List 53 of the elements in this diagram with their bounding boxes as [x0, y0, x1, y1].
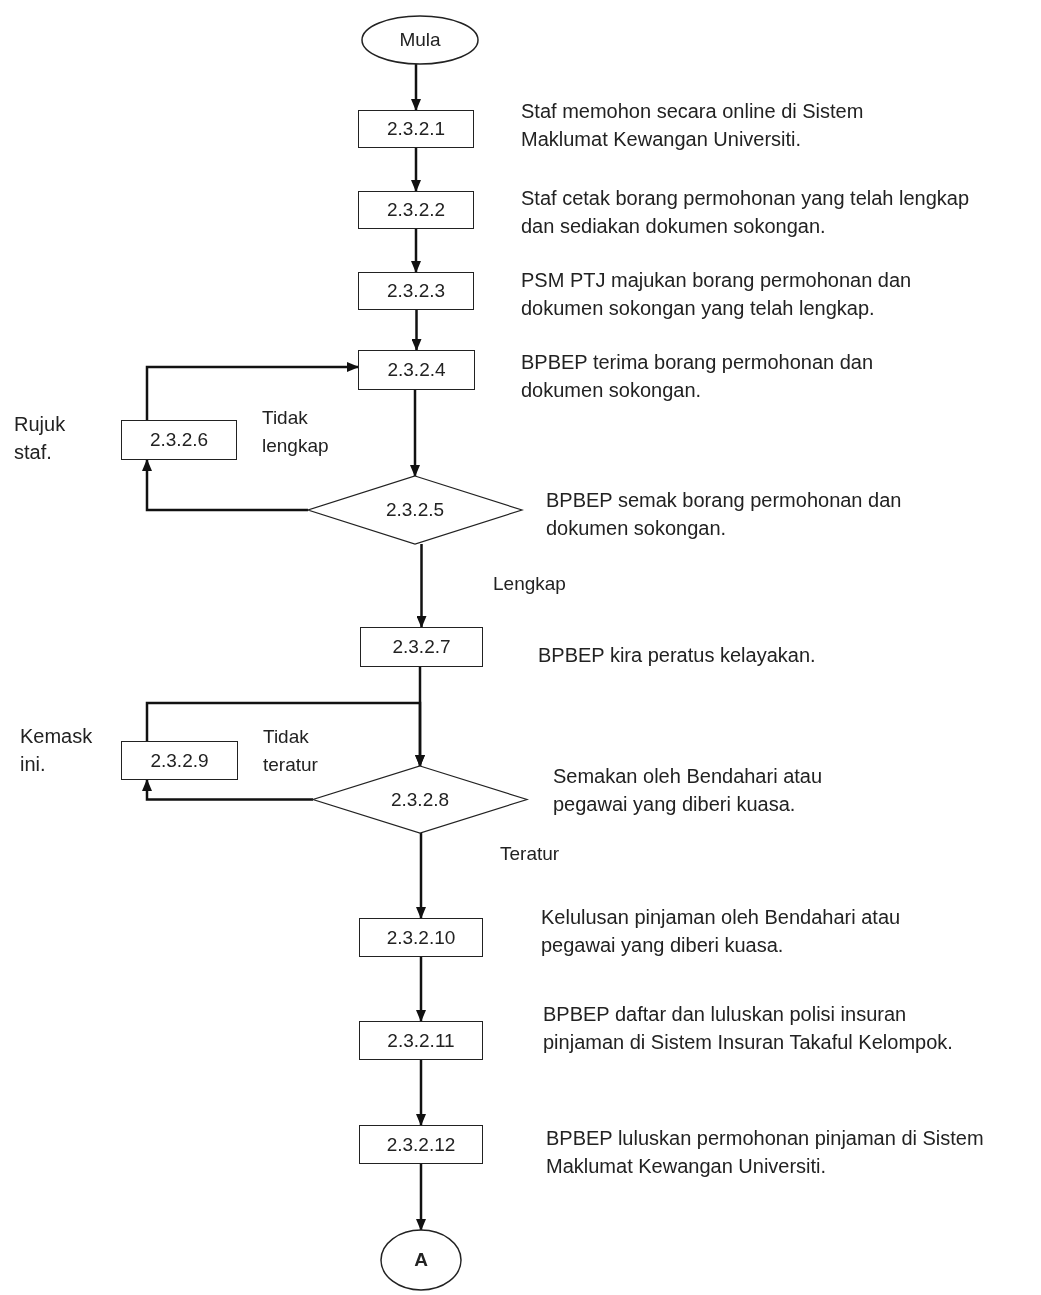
process-box [360, 627, 483, 667]
decision-diamond [308, 476, 522, 544]
process-box [358, 110, 474, 148]
process-box [358, 350, 475, 390]
arrow [411, 64, 421, 111]
step-number: 2.3.2.2 [386, 199, 446, 221]
step-description: Kemask ini. [20, 724, 94, 777]
arrow [416, 544, 427, 628]
step-number: 2.3.2.5 [385, 499, 445, 521]
process-box [358, 272, 474, 310]
arrow [145, 362, 359, 420]
step-description: BPBEP luluskan permohonan pinjaman di Sistem Maklumat Kewangan Universiti. [546, 1126, 985, 1179]
terminal-ellipse [362, 16, 478, 64]
step-description: Semakan oleh Bendahari atau pegawai yang diberi kuasa. [553, 764, 824, 817]
step-number: 2.3.2.8 [390, 788, 450, 811]
step-number: A [414, 1249, 428, 1271]
step-number: 2.3.2.10 [386, 926, 456, 949]
step-number: 2.3.2.6 [149, 429, 209, 451]
arrow [411, 148, 421, 192]
step-description: PSM PTJ majukan borang permohonan dan dokumen sokongan yang telah lengkap. [521, 268, 913, 321]
step-number: Mula [399, 29, 441, 51]
step-number: 2.3.2.7 [392, 636, 451, 658]
step-description: BPBEP kira peratus kelayakan. [538, 643, 817, 668]
arrow [416, 957, 426, 1022]
step-number: 2.3.2.11 [387, 1029, 455, 1052]
step-number: 2.3.2.1 [386, 118, 446, 140]
process-box [121, 420, 237, 460]
step-description: BPBEP daftar dan luluskan polisi insuran pinjaman di Sistem Insuran Takaful Kelompok. [543, 1002, 954, 1055]
arrow [416, 1164, 426, 1231]
process-box [359, 1125, 483, 1164]
process-box [121, 741, 238, 780]
step-description: Staf memohon secara online di Sistem Maklumat Kewangan Universiti. [521, 99, 865, 152]
arrow [411, 310, 422, 351]
step-description: Staf cetak borang permohonan yang telah lengkap dan sediakan dokumen sokongan. [521, 186, 971, 239]
step-description: Kelulusan pinjaman oleh Bendahari atau pegawai yang diberi kuasa. [541, 905, 902, 958]
step-number: 2.3.2.12 [386, 1133, 456, 1156]
terminal-ellipse [381, 1230, 461, 1290]
arrow [411, 229, 421, 273]
arrow [142, 459, 308, 512]
process-box [359, 918, 483, 957]
step-description: BPBEP terima borang permohonan dan dokumen sokongan. [521, 350, 875, 403]
arrow [416, 1060, 426, 1126]
arrow [410, 390, 420, 477]
arrow [145, 701, 425, 767]
arrow [416, 833, 426, 919]
process-box [359, 1021, 483, 1060]
step-description: Rujuk staf. [14, 412, 67, 465]
step-description: BPBEP semak borang permohonan dan dokumen sokongan. [546, 488, 903, 541]
step-number: 2.3.2.3 [386, 280, 446, 302]
process-box [358, 191, 474, 229]
step-number: 2.3.2.4 [387, 359, 446, 381]
arrow [142, 779, 313, 801]
step-number: 2.3.2.9 [150, 749, 209, 772]
